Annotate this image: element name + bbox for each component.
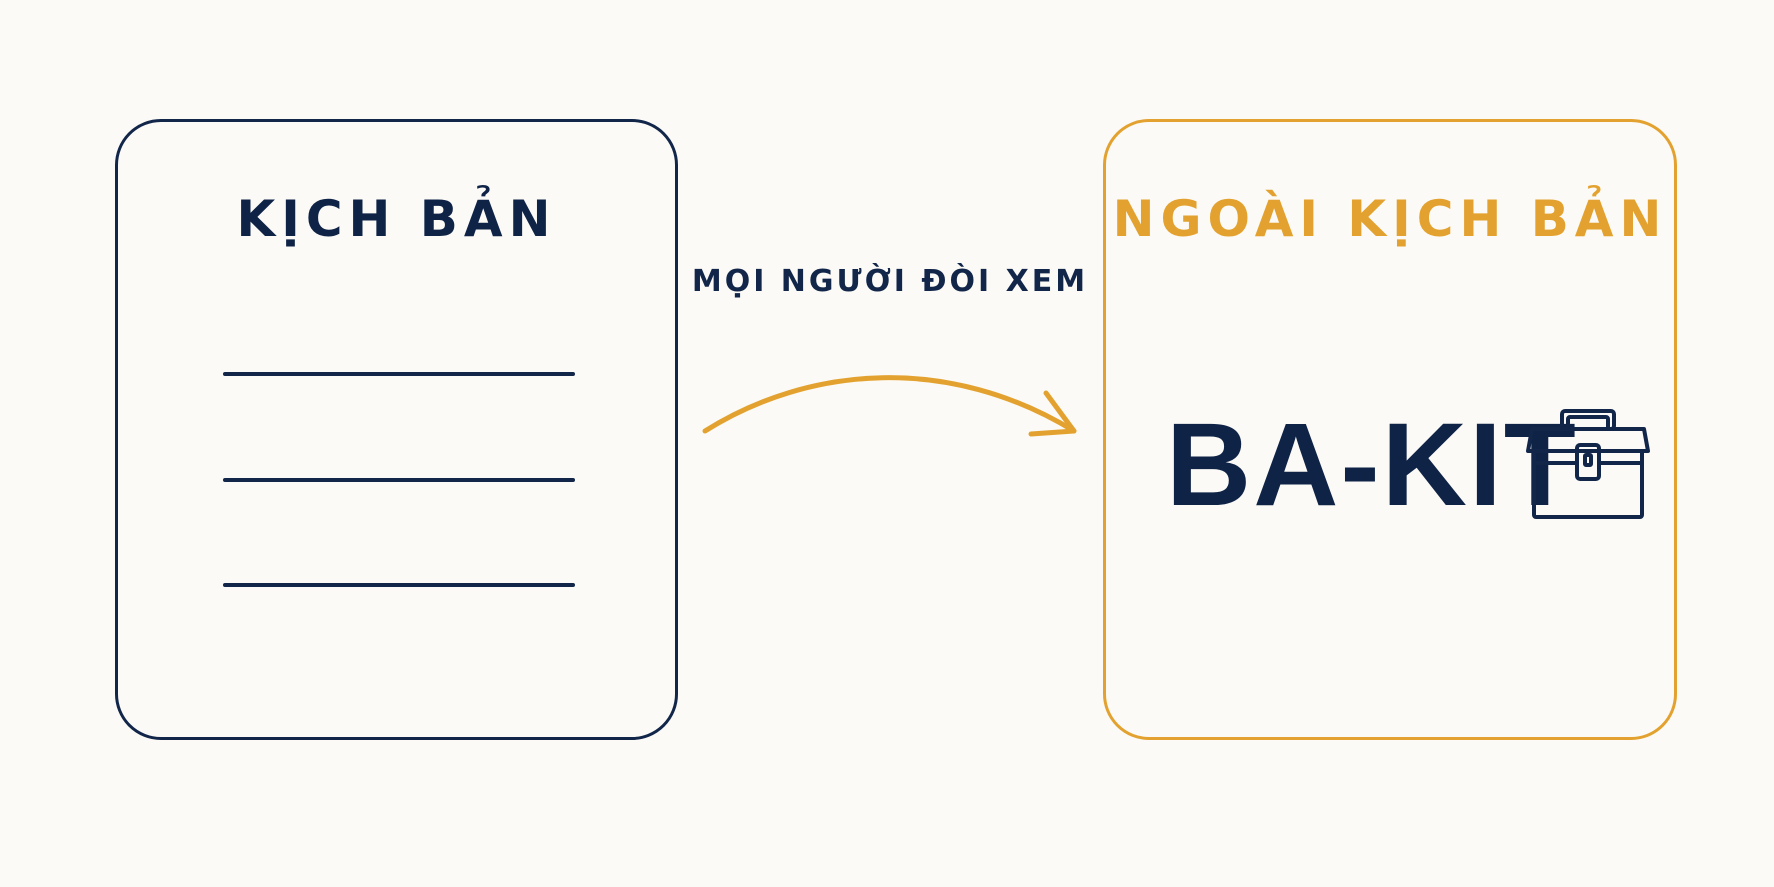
arrow-icon xyxy=(702,375,1077,437)
script-line-3 xyxy=(223,583,575,587)
toolbox-icon xyxy=(1526,409,1650,519)
beyond-script-panel: NGOÀI KỊCH BẢN BA-KIT xyxy=(1103,119,1677,740)
transition-caption: MỌI NGƯỜI ĐÒI XEM xyxy=(691,264,1089,299)
brand-name: BA-KIT xyxy=(1166,399,1578,531)
script-line-1 xyxy=(223,372,575,376)
beyond-script-title: NGOÀI KỊCH BẢN xyxy=(1112,190,1668,248)
script-title: KỊCH BẢN xyxy=(236,190,557,248)
brand-row: BA-KIT xyxy=(1166,399,1650,546)
script-panel: KỊCH BẢN xyxy=(115,119,678,740)
script-line-2 xyxy=(223,478,575,482)
